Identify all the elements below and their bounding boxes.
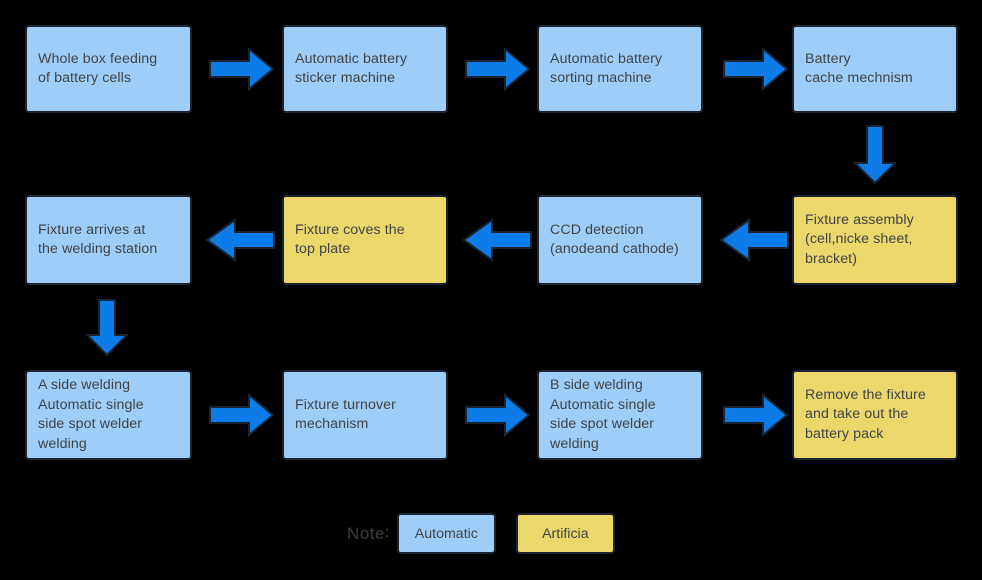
node-fixture-arrives-welding-station[interactable]: Fixture arrives at the welding station — [25, 195, 192, 285]
arrow-r1-3-4 — [723, 47, 789, 91]
arrow-r1-1-2 — [209, 47, 275, 91]
node-a-side-welding[interactable]: A side welding Automatic single side spo… — [25, 370, 192, 460]
node-label: Remove the fixture and take out the batt… — [805, 386, 926, 442]
legend-note-label: Note∶ — [347, 523, 390, 543]
node-label: CCD detection (anodeand cathode) — [550, 221, 679, 258]
legend: Note∶ Automatic Artificia — [347, 513, 615, 554]
arrow-r3-2-3 — [465, 393, 531, 437]
node-fixture-turnover-mechanism[interactable]: Fixture turnover mechanism — [282, 370, 448, 460]
node-label: Fixture coves the top plate — [295, 221, 405, 258]
node-label: Fixture assembly (cell,nicke sheet, brac… — [805, 211, 914, 267]
legend-chip-label: Automatic — [414, 525, 478, 542]
arrow-r3-3-4 — [723, 393, 789, 437]
node-label: Automatic battery sticker machine — [295, 50, 408, 87]
node-b-side-welding[interactable]: B side welding Automatic single side spo… — [537, 370, 703, 460]
arrow-r3-1-2 — [209, 393, 275, 437]
node-label: Fixture turnover mechanism — [295, 396, 396, 433]
node-label: Automatic battery sorting machine — [550, 50, 663, 87]
node-whole-box-feeding[interactable]: Whole box feeding of battery cells — [25, 25, 192, 113]
node-battery-cache-mechnism[interactable]: Battery cache mechnism — [792, 25, 958, 113]
node-label: Whole box feeding of battery cells — [38, 50, 158, 87]
arrow-r2-2-1 — [204, 218, 276, 262]
arrow-r1-2-3 — [465, 47, 531, 91]
node-label: Battery cache mechnism — [805, 50, 913, 87]
arrow-r1-4-down-r2-4 — [853, 125, 897, 185]
legend-chip-automatic[interactable]: Automatic — [396, 513, 496, 554]
arrow-r2-1-down-r3-1 — [85, 299, 129, 357]
node-fixture-assembly[interactable]: Fixture assembly (cell,nicke sheet, brac… — [792, 195, 958, 285]
node-label: A side welding Automatic single side spo… — [38, 377, 144, 452]
node-label: Fixture arrives at the welding station — [38, 221, 158, 258]
node-automatic-battery-sorting-machine[interactable]: Automatic battery sorting machine — [537, 25, 703, 113]
legend-chip-artificia[interactable]: Artificia — [515, 513, 615, 554]
node-automatic-battery-sticker-machine[interactable]: Automatic battery sticker machine — [282, 25, 448, 113]
arrow-r2-3-2 — [461, 218, 533, 262]
arrow-r2-4-3 — [718, 218, 790, 262]
legend-chip-label: Artificia — [542, 525, 589, 542]
node-label: B side welding Automatic single side spo… — [550, 377, 656, 452]
node-remove-fixture-take-out-battery-pack[interactable]: Remove the fixture and take out the batt… — [792, 370, 958, 460]
node-ccd-detection[interactable]: CCD detection (anodeand cathode) — [537, 195, 703, 285]
node-fixture-coves-top-plate[interactable]: Fixture coves the top plate — [282, 195, 448, 285]
